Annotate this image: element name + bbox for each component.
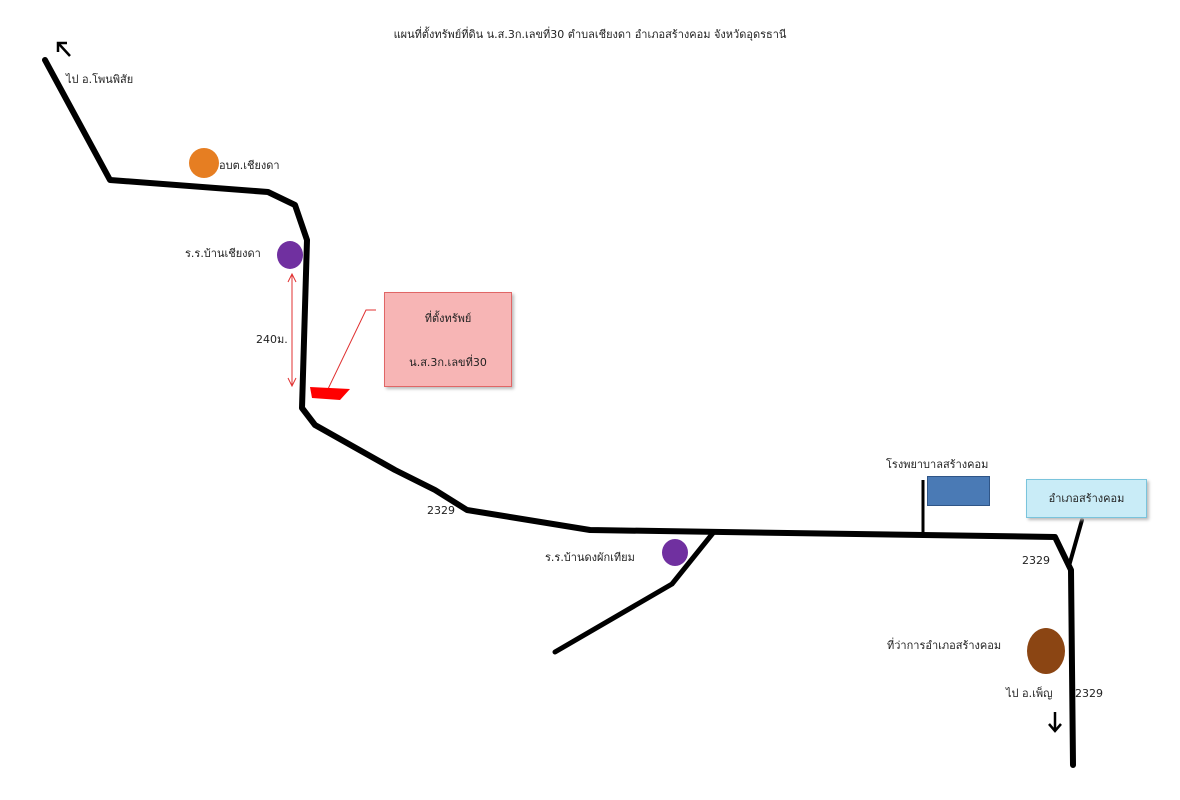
road-branch-district <box>1067 518 1084 568</box>
label-road-2329-a: 2329 <box>427 504 455 517</box>
arrow-up-left-icon <box>56 41 71 57</box>
district-box: อำเภอสร้างคอม <box>1026 479 1147 518</box>
label-hospital: โรงพยาบาลสร้างคอม <box>886 458 989 471</box>
school-dong-marker <box>662 539 688 566</box>
label-school-chiangda: ร.ร.บ้านเชียงดา <box>185 247 261 260</box>
school-chiangda-marker <box>277 241 303 269</box>
hospital-marker <box>927 476 990 506</box>
label-road-2329-c: 2329 <box>1075 687 1103 700</box>
distance-arrow <box>287 272 297 388</box>
property-callout-line <box>327 309 376 390</box>
label-obt: อบต.เชียงดา <box>219 159 280 172</box>
property-callout-deed: น.ส.3ก.เลขที่30 <box>409 356 487 369</box>
arrow-down-icon <box>1048 712 1062 733</box>
label-road-2329-b: 2329 <box>1022 554 1050 567</box>
label-to-phon-phisai: ไป อ.โพนพิสัย <box>66 73 134 86</box>
road-main <box>42 57 1076 768</box>
label-school-dong: ร.ร.บ้านดงผักเทียม <box>545 551 635 564</box>
label-to-phen: ไป อ.เพ็ญ <box>1006 687 1053 700</box>
road-branch-south <box>552 530 716 655</box>
property-marker <box>310 387 350 400</box>
label-distance: 240ม. <box>256 333 288 346</box>
map-title: แผนที่ตั้งทรัพย์ที่ดิน น.ส.3ก.เลขที่30 ต… <box>393 28 787 41</box>
district-office-marker <box>1027 628 1065 674</box>
obt-marker <box>189 148 219 178</box>
property-callout-box: ที่ตั้งทรัพย์ น.ส.3ก.เลขที่30 <box>384 292 512 387</box>
label-district-office: ที่ว่าการอำเภอสร้างคอม <box>887 639 1002 652</box>
property-callout-title: ที่ตั้งทรัพย์ <box>424 312 472 325</box>
